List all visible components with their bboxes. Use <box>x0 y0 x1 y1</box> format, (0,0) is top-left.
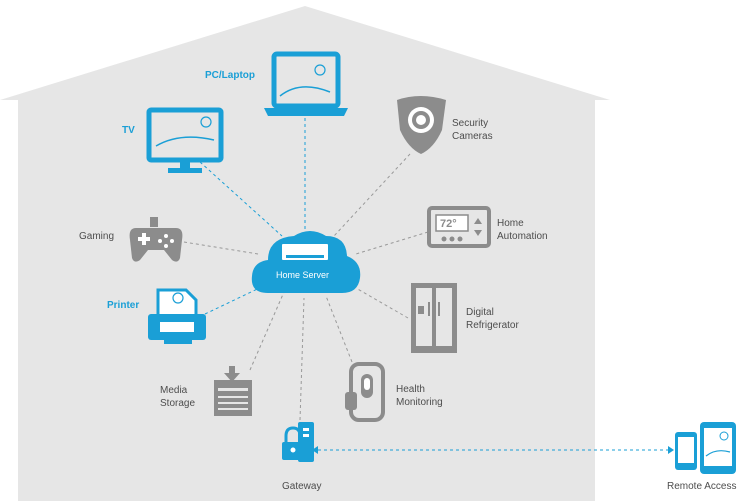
security-cameras-label: Security Cameras <box>452 117 493 143</box>
home-automation-label: Home Automation <box>497 217 548 243</box>
media-storage-icon <box>214 366 252 416</box>
gaming-label: Gaming <box>79 231 115 242</box>
security-camera-icon <box>397 96 446 154</box>
thermostat-icon <box>427 206 491 248</box>
line-fridge <box>355 287 409 319</box>
digital-refrigerator-label-line1: Digital <box>466 307 494 318</box>
tv-icon <box>146 107 224 173</box>
digital-refrigerator-label-line2: Refrigerator <box>466 320 519 331</box>
pc-laptop-label: PC/Laptop <box>205 70 255 81</box>
line-security <box>333 153 411 237</box>
gateway-lock-icon <box>282 422 314 462</box>
remote-access-label: Remote Access <box>667 481 737 492</box>
gateway-label: Gateway <box>282 481 322 492</box>
gamepad-icon <box>129 217 183 262</box>
line-media <box>249 291 285 371</box>
digital-refrigerator-label: Digital Refrigerator <box>466 306 519 332</box>
printer-label: Printer <box>107 300 140 311</box>
health-monitoring-label-line2: Monitoring <box>396 397 443 408</box>
home-server-cloud <box>251 231 361 293</box>
line-gaming <box>183 241 259 255</box>
thermostat-display: 72° <box>440 218 457 230</box>
home-automation-label-line2: Automation <box>497 231 548 242</box>
cloud-icon <box>251 231 361 293</box>
media-storage-label-line2: Storage <box>160 398 196 409</box>
line-gateway <box>299 297 305 421</box>
line-tv <box>199 161 283 237</box>
arrowhead-right <box>668 446 674 454</box>
arrowhead-left <box>312 446 318 454</box>
security-cameras-label-line1: Security <box>452 118 489 129</box>
home-automation-label-line1: Home <box>497 218 524 229</box>
media-storage-label: Media Storage <box>160 384 195 410</box>
refrigerator-icon <box>411 283 457 353</box>
tv-label: TV <box>122 125 135 136</box>
laptop-icon <box>264 51 348 116</box>
printer-icon <box>148 288 206 344</box>
connection-lines <box>183 118 668 451</box>
tablet-phone-icon <box>675 422 736 474</box>
media-storage-label-line1: Media <box>160 385 188 396</box>
security-cameras-label-line2: Cameras <box>452 131 493 142</box>
home-server-label: Home Server <box>276 270 330 280</box>
health-monitoring-label-line1: Health <box>396 384 425 395</box>
line-automation <box>355 231 429 255</box>
health-monitor-icon <box>345 362 385 422</box>
health-monitoring-label: Health Monitoring <box>396 383 443 409</box>
